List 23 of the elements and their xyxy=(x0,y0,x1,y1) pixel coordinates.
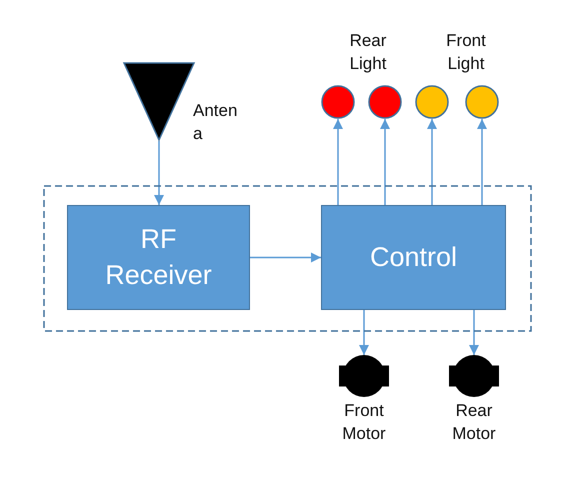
node-caption: Anten a xyxy=(193,100,238,145)
light-circle xyxy=(415,85,449,119)
node-caption: Rear Motor xyxy=(451,400,497,445)
arrow xyxy=(250,252,321,262)
antenna-symbol xyxy=(123,62,195,141)
arrow xyxy=(427,119,437,205)
dashed-boundary xyxy=(43,185,532,332)
arrow xyxy=(333,119,343,205)
block-box: Control xyxy=(321,205,506,310)
arrow xyxy=(359,310,369,355)
motor-symbol xyxy=(449,355,499,397)
node-caption: Front Motor xyxy=(341,400,387,445)
light-circle xyxy=(465,85,499,119)
motor-symbol xyxy=(339,355,389,397)
arrow xyxy=(469,310,479,355)
arrow xyxy=(477,119,487,205)
group-label: Rear Light xyxy=(348,30,388,75)
block-box: RF Receiver xyxy=(67,205,250,310)
arrow xyxy=(380,119,390,205)
light-circle xyxy=(321,85,355,119)
light-circle xyxy=(368,85,402,119)
arrow xyxy=(154,141,164,205)
group-label: Front Light xyxy=(445,30,487,75)
